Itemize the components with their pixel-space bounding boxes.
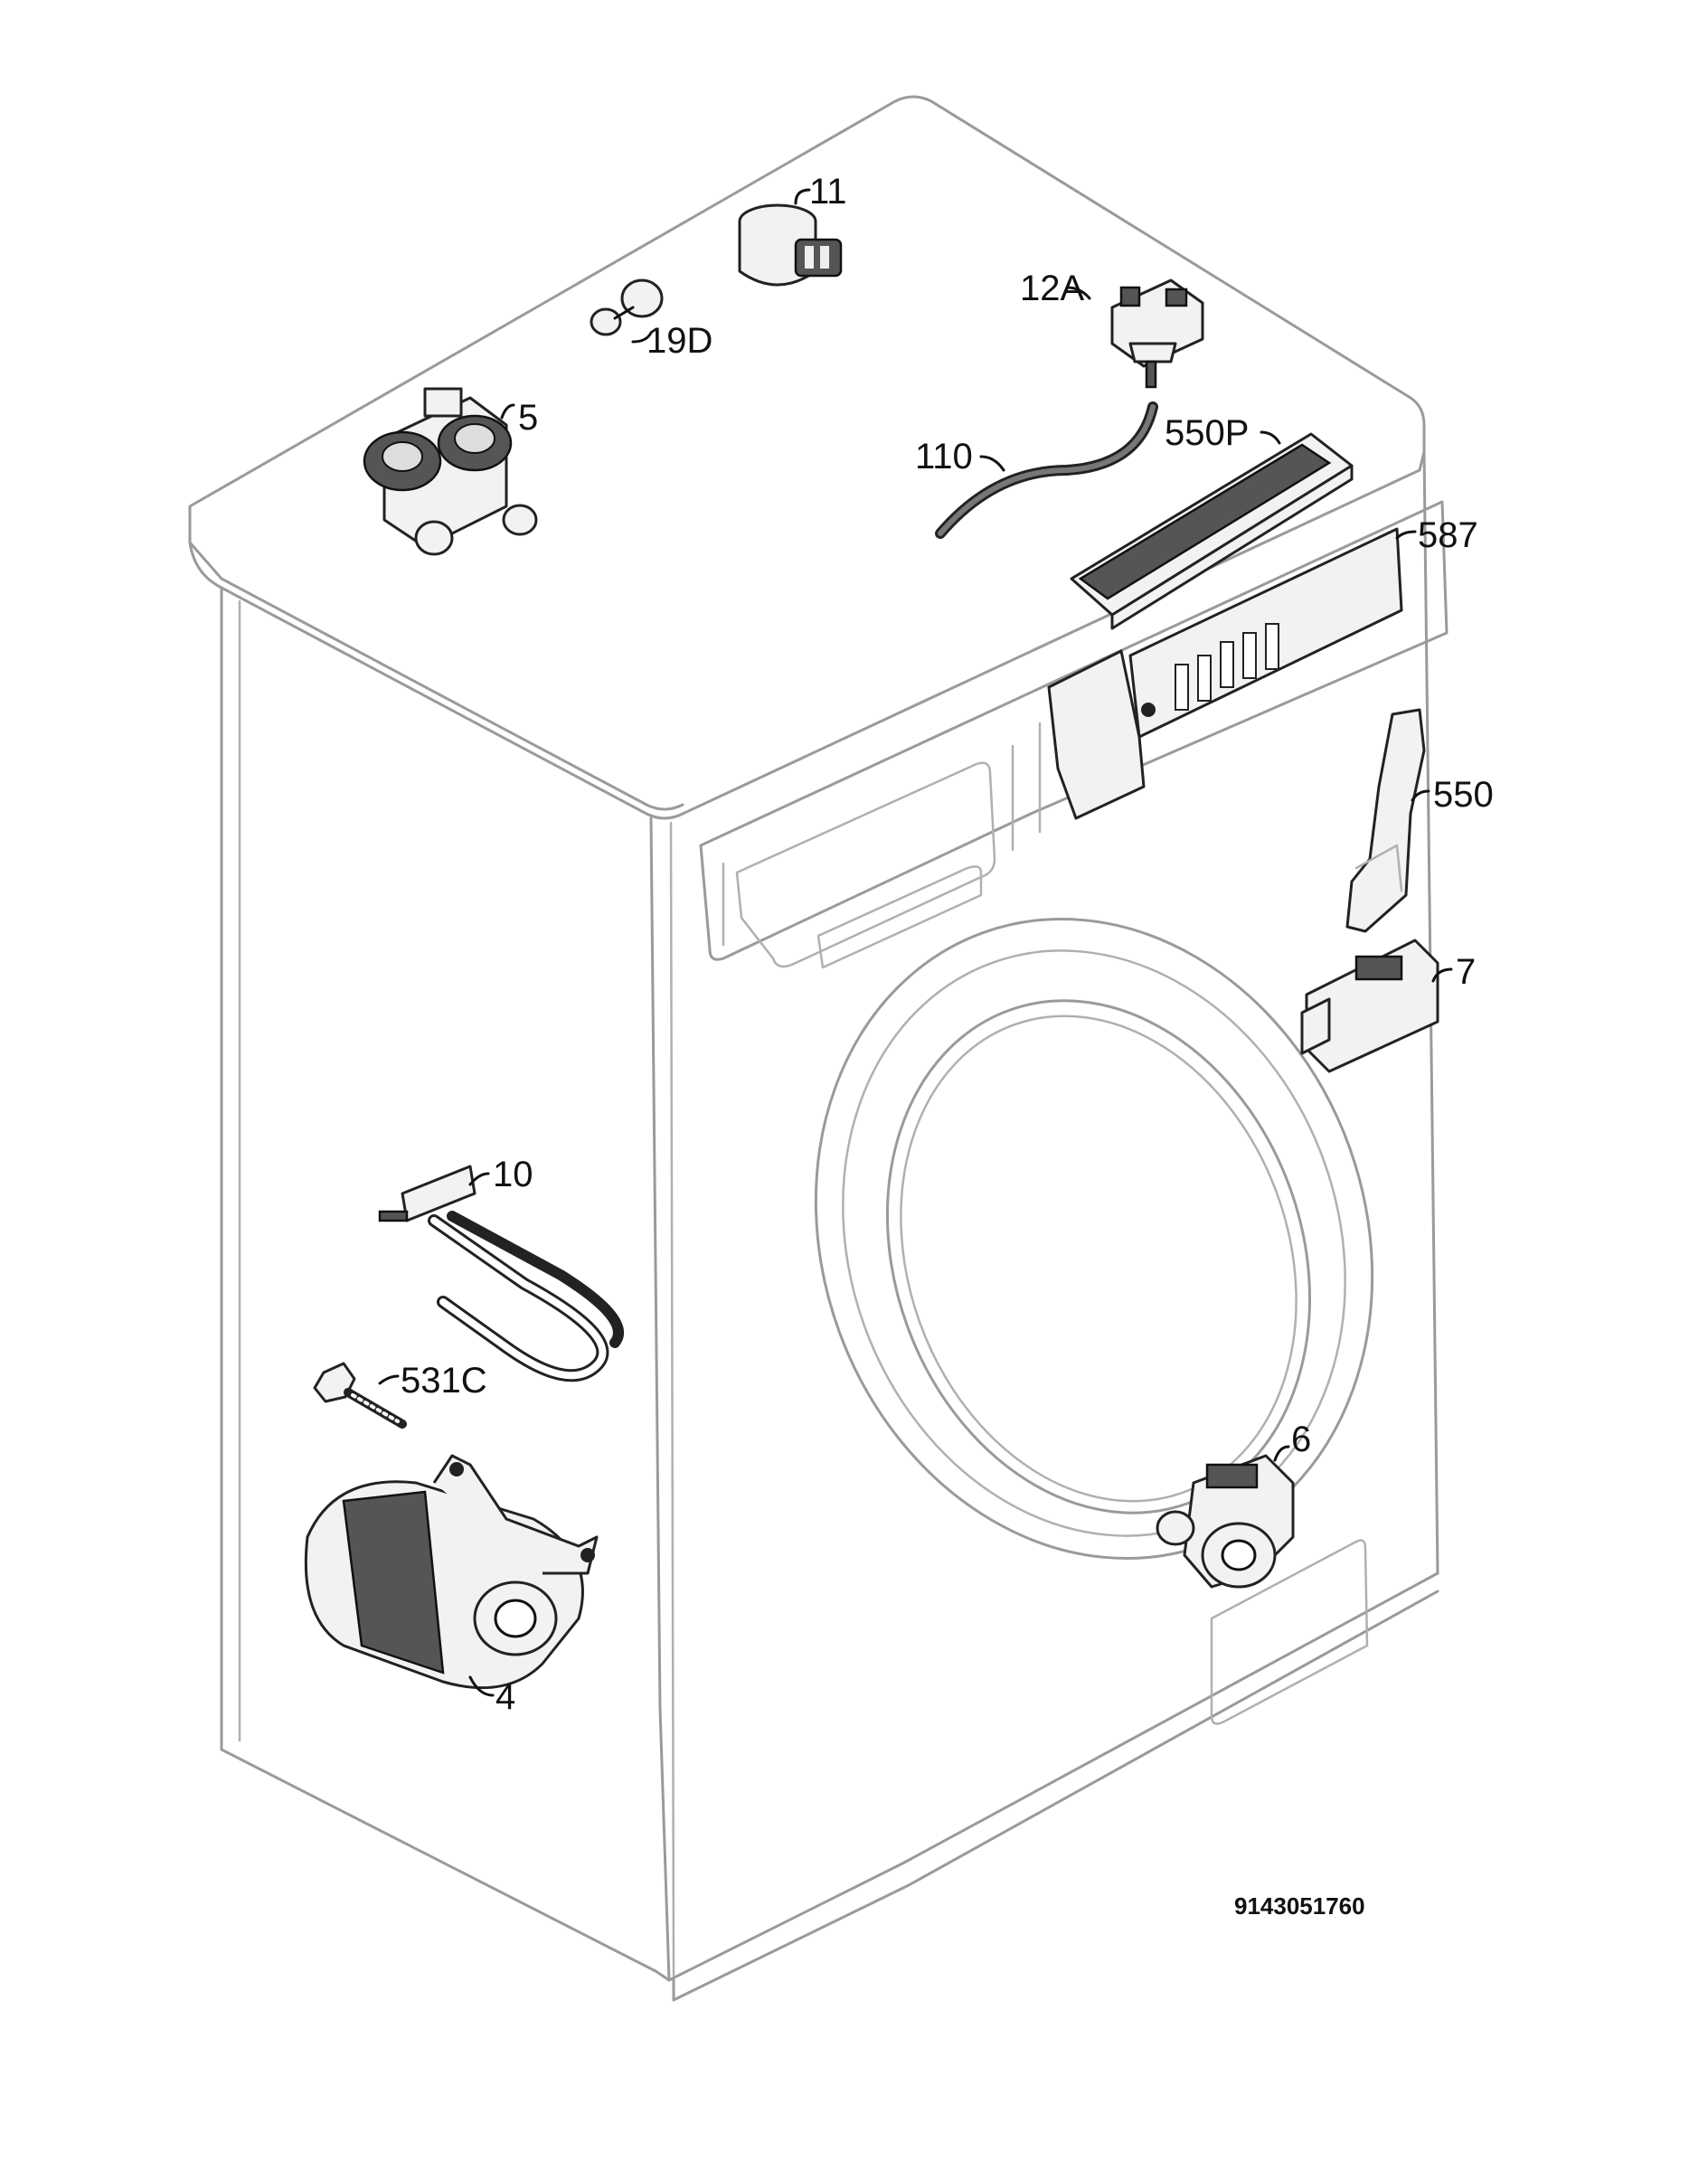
drawing-number: 9143051760 bbox=[1234, 1892, 1365, 1920]
cabinet-outline bbox=[188, 95, 1448, 2002]
leader-lines bbox=[378, 188, 1453, 1697]
suppressor-filter-part bbox=[738, 203, 843, 287]
electronic-board-part bbox=[1047, 527, 1403, 820]
label-550: 550 bbox=[1433, 775, 1494, 815]
label-550p: 550P bbox=[1165, 413, 1249, 453]
grommet-part bbox=[590, 278, 664, 336]
part-labels: 11 12A 19D 5 110 550P 587 550 7 10 531C … bbox=[401, 172, 1494, 1717]
door-lock-part bbox=[1300, 939, 1439, 1073]
screw-part bbox=[313, 1362, 407, 1429]
pressure-switch-part bbox=[1110, 278, 1204, 389]
label-4: 4 bbox=[495, 1677, 515, 1717]
heating-element-part bbox=[378, 1165, 624, 1382]
control-panel-frame-part bbox=[1070, 432, 1354, 630]
label-11: 11 bbox=[809, 172, 847, 212]
label-110: 110 bbox=[915, 437, 973, 476]
label-7: 7 bbox=[1456, 952, 1476, 992]
bracket-part bbox=[1345, 708, 1426, 933]
label-19d: 19D bbox=[646, 321, 712, 361]
label-587: 587 bbox=[1418, 515, 1478, 555]
drain-pump-part bbox=[1156, 1454, 1295, 1589]
service-panel bbox=[1210, 1539, 1369, 1725]
label-5: 5 bbox=[518, 398, 538, 438]
label-6: 6 bbox=[1291, 1420, 1311, 1459]
motor-part bbox=[304, 1454, 599, 1690]
label-531c: 531C bbox=[401, 1361, 487, 1401]
inlet-valve-part bbox=[363, 387, 538, 556]
label-10: 10 bbox=[493, 1155, 533, 1194]
label-12a: 12A bbox=[1020, 269, 1084, 308]
